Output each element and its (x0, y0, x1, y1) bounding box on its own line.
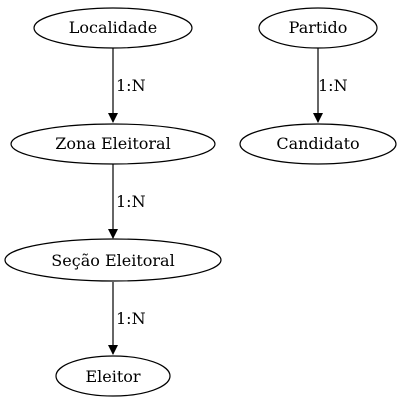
node-candidato: Candidato (239, 123, 397, 165)
edge-label: 1:N (318, 76, 348, 95)
node-label: Zona Eleitoral (55, 134, 170, 153)
edge-localidade-zona: 1:N (108, 48, 146, 123)
node-label: Candidato (276, 134, 359, 153)
node-secao-eleitoral: Seção Eleitoral (4, 238, 222, 282)
node-localidade: Localidade (33, 7, 193, 49)
node-label: Partido (289, 18, 348, 37)
edge-label: 1:N (116, 192, 146, 211)
edge-label: 1:N (116, 76, 146, 95)
edge-partido-candidato: 1:N (313, 48, 348, 123)
node-label: Eleitor (85, 367, 140, 386)
edge-label: 1:N (116, 309, 146, 328)
node-eleitor: Eleitor (55, 355, 171, 397)
edge-secao-eleitor: 1:N (108, 282, 146, 355)
node-label: Seção Eleitoral (51, 251, 174, 270)
node-label: Localidade (69, 18, 157, 37)
node-zona-eleitoral: Zona Eleitoral (10, 123, 216, 165)
edge-zona-secao: 1:N (108, 164, 146, 239)
node-partido: Partido (258, 7, 378, 49)
